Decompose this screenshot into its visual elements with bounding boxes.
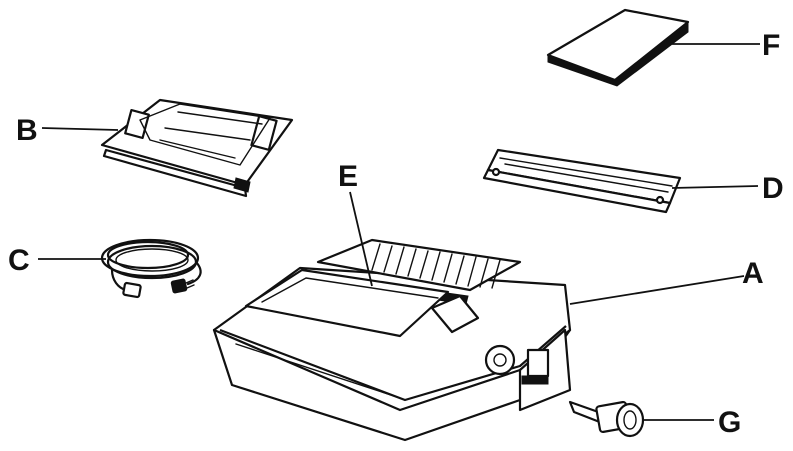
- label-g: G: [718, 406, 741, 439]
- label-a: A: [742, 257, 764, 290]
- manual-book: [546, 8, 690, 87]
- label-f: F: [762, 29, 780, 62]
- platen-knob: [568, 400, 645, 438]
- label-d: D: [762, 172, 784, 205]
- paper-guide-tray: [100, 98, 294, 198]
- label-c: C: [8, 244, 30, 277]
- leader-line-d: [671, 185, 759, 189]
- label-e: E: [338, 160, 358, 193]
- ribbon-cartridge: [482, 148, 682, 214]
- printer-body: [212, 238, 572, 442]
- leader-line-a: [569, 275, 745, 305]
- label-b: B: [16, 114, 38, 147]
- rear-vent-ridges: [371, 243, 501, 289]
- leader-line-e: [349, 191, 373, 287]
- leader-line-b: [41, 127, 119, 131]
- power-cord: [100, 238, 202, 299]
